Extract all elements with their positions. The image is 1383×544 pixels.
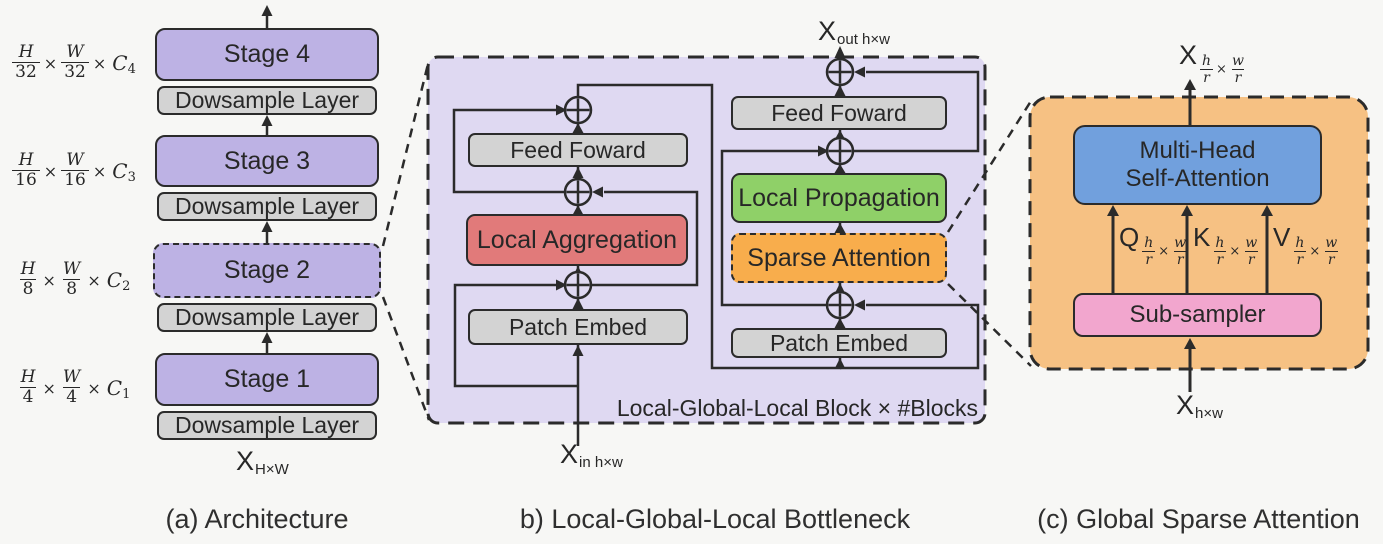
- feed-forward-label: Feed Foward: [510, 136, 646, 163]
- feed-forward-label: Feed Foward: [771, 99, 907, 126]
- add-circle-icon: [825, 57, 855, 87]
- downsample-layer-label: Dowsample Layer: [174, 304, 360, 330]
- stage-1-box: Stage 1: [155, 353, 379, 406]
- local-aggregation-label: Local Aggregation: [476, 225, 678, 254]
- downsample-layer-box-1: Dowsample Layer: [157, 411, 377, 440]
- stage-4-box: Stage 4: [155, 28, 379, 81]
- feed-forward-box-right: Feed Foward: [731, 96, 947, 130]
- downsample-layer-label: Dowsample Layer: [174, 193, 360, 219]
- stage-1-label: Stage 1: [223, 365, 311, 393]
- zoom-connector-lines: [381, 59, 1033, 421]
- sparse-attention-label: Sparse Attention: [747, 243, 931, 272]
- add-circle-icon: [563, 177, 593, 207]
- feed-forward-box-left: Feed Foward: [468, 133, 688, 167]
- local-propagation-box: Local Propagation: [731, 173, 947, 223]
- stage-2-label: Stage 2: [223, 256, 311, 284]
- downsample-layer-box-3: Dowsample Layer: [157, 192, 377, 221]
- caption-global-sparse-attention: (c) Global Sparse Attention: [1037, 504, 1360, 534]
- patch-embed-label: Patch Embed: [508, 313, 648, 340]
- patch-embed-box-right: Patch Embed: [731, 328, 947, 358]
- lgl-block-repeat-note: Local-Global-Local Block × #Blocks: [616, 395, 978, 421]
- add-circle-icon: [563, 270, 593, 300]
- caption-architecture: (a) Architecture: [165, 504, 349, 534]
- local-propagation-label: Local Propagation: [738, 183, 940, 212]
- patch-embed-box-left: Patch Embed: [468, 309, 688, 345]
- downsample-layer-label: Dowsample Layer: [174, 87, 360, 113]
- local-aggregation-box: Local Aggregation: [466, 214, 688, 266]
- sub-sampler-label: Sub-sampler: [1129, 301, 1266, 328]
- sub-sampler-box: Sub-sampler: [1073, 293, 1322, 337]
- stage-4-label: Stage 4: [223, 40, 311, 68]
- downsample-layer-box-2: Dowsample Layer: [157, 303, 377, 332]
- downsample-layer-label: Dowsample Layer: [174, 412, 360, 438]
- caption-lgl-bottleneck: b) Local-Global-Local Bottleneck: [519, 504, 911, 534]
- gsa-arrows: [1107, 79, 1273, 392]
- add-circle-icon: [825, 290, 855, 320]
- stage-2-box: Stage 2: [153, 243, 381, 298]
- patch-embed-label: Patch Embed: [769, 329, 909, 356]
- stage-3-box: Stage 3: [155, 135, 379, 187]
- add-circle-icon: [825, 136, 855, 166]
- stage-3-label: Stage 3: [223, 146, 311, 175]
- downsample-layer-box-4: Dowsample Layer: [157, 86, 377, 115]
- sparse-attention-box: Sparse Attention: [731, 233, 947, 283]
- add-circle-icons: [563, 57, 855, 320]
- add-circle-icon: [563, 95, 593, 125]
